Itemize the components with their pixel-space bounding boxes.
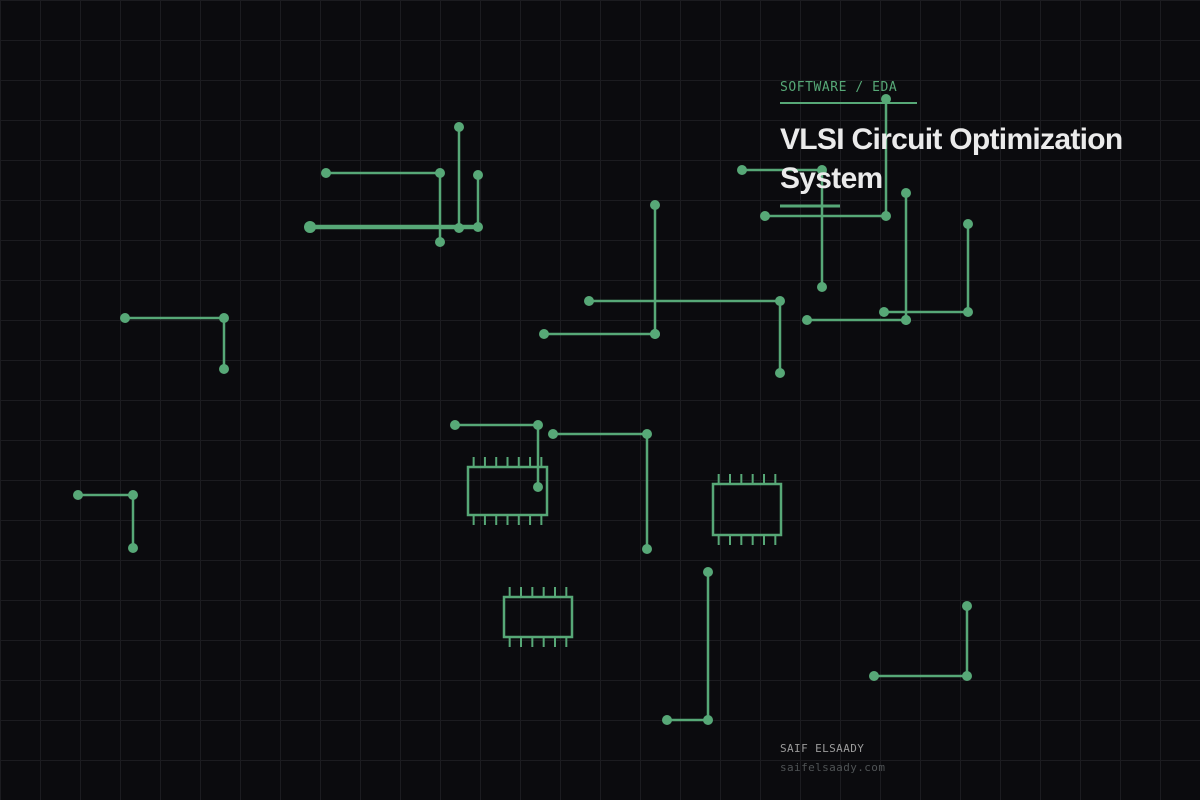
- via-dot: [454, 223, 464, 233]
- via-dot: [963, 307, 973, 317]
- via-dot: [662, 715, 672, 725]
- via-dot: [539, 329, 549, 339]
- via-dot: [775, 368, 785, 378]
- via-dot: [450, 420, 460, 430]
- via-dot: [219, 313, 229, 323]
- website-link[interactable]: saifelsaady.com: [780, 760, 886, 774]
- via-dot: [650, 200, 660, 210]
- via-dot: [642, 429, 652, 439]
- trace-topleft-L: [326, 171, 442, 242]
- via-dot: [817, 282, 827, 292]
- header: SOFTWARE / EDA: [780, 80, 917, 104]
- via-dot: [435, 237, 445, 247]
- trace-bottom-mid: [667, 572, 710, 722]
- via-dot: [584, 296, 594, 306]
- trace-bottom-right: [874, 606, 969, 678]
- category-label: SOFTWARE / EDA: [780, 80, 898, 95]
- trace-mid-long: [589, 299, 782, 373]
- via-dot: [737, 165, 747, 175]
- trace-left-upper: [125, 316, 226, 369]
- via-dot: [73, 490, 83, 500]
- via-dot: [901, 315, 911, 325]
- via-dot: [128, 543, 138, 553]
- via-dot: [473, 222, 483, 232]
- category-underline: [780, 102, 917, 104]
- via-dot: [435, 168, 445, 178]
- via-dot: [128, 490, 138, 500]
- via-dot: [650, 329, 660, 339]
- via-dot: [304, 221, 316, 233]
- via-dot: [775, 296, 785, 306]
- via-dot: [962, 601, 972, 611]
- page-title: VLSI Circuit Optimization System: [780, 121, 1123, 198]
- via-dot: [321, 168, 331, 178]
- via-dot: [533, 420, 543, 430]
- via-dot: [760, 211, 770, 221]
- via-dot: [454, 122, 464, 132]
- ic-chip-2: [711, 482, 783, 537]
- via-dot: [703, 567, 713, 577]
- page-title-line1: VLSI Circuit Optimization: [780, 123, 1123, 156]
- via-dot: [548, 429, 558, 439]
- via-dot: [869, 671, 879, 681]
- trace-left-lower: [78, 493, 135, 548]
- via-dot: [881, 211, 891, 221]
- via-dot: [901, 188, 911, 198]
- trace-chip1-out: [553, 432, 649, 549]
- via-dot: [703, 715, 713, 725]
- footer: SAIF ELSAADY saifelsaady.com: [780, 740, 885, 777]
- via-dot: [120, 313, 130, 323]
- via-dot: [879, 307, 889, 317]
- page-title-line2: System: [780, 161, 883, 195]
- via-dot: [962, 671, 972, 681]
- via-dot: [642, 544, 652, 554]
- via-dot: [817, 165, 827, 175]
- via-dot: [802, 315, 812, 325]
- ic-chip-3: [502, 595, 574, 639]
- via-dot: [963, 219, 973, 229]
- via-dot: [219, 364, 229, 374]
- via-dot: [881, 94, 891, 104]
- via-dot: [533, 482, 543, 492]
- via-dot: [473, 170, 483, 180]
- author-name: SAIF ELSAADY: [780, 742, 865, 755]
- trace-right-elbow3: [884, 224, 970, 314]
